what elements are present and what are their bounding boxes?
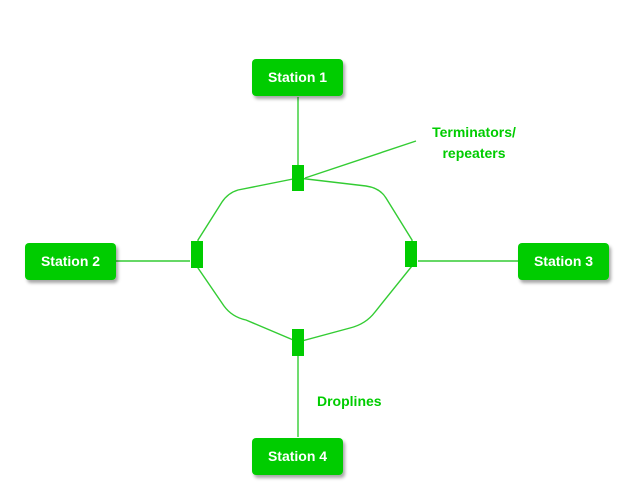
- station-2-box: [25, 243, 116, 280]
- station-3-label: Station 3: [534, 253, 593, 269]
- terminators-label-line2: repeaters: [442, 145, 505, 161]
- repeater-right: [405, 241, 417, 267]
- station-3-box: [518, 243, 609, 280]
- station-1-label: Station 1: [268, 69, 327, 85]
- station-1-box: [252, 59, 343, 96]
- terminators-label-line1: Terminators/: [432, 124, 516, 140]
- repeater-top: [292, 165, 304, 191]
- station-4-box: [252, 438, 343, 475]
- station-4-label: Station 4: [268, 448, 327, 464]
- repeater-bottom: [292, 329, 304, 356]
- repeater-left: [191, 241, 203, 268]
- station-2-node[interactable]: [25, 243, 116, 280]
- terminators-pointer-line: [304, 140, 417, 179]
- droplines-label: Droplines: [317, 393, 382, 409]
- station-1-node[interactable]: [252, 59, 343, 96]
- station-3-node[interactable]: [518, 243, 609, 280]
- station-4-node[interactable]: [252, 438, 343, 475]
- station-2-label: Station 2: [41, 253, 100, 269]
- ring-cable: [197, 177, 413, 343]
